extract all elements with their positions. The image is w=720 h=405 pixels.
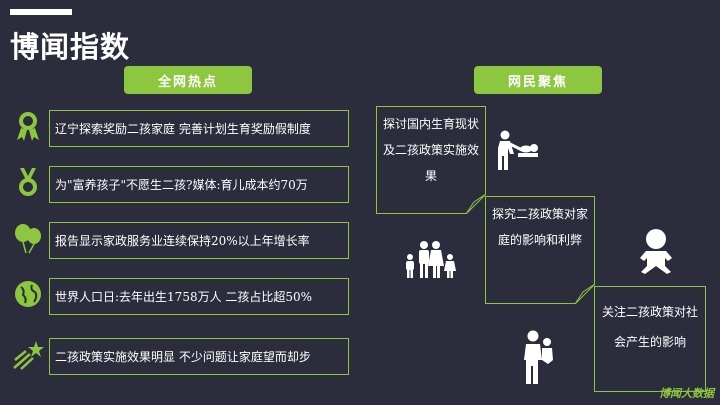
focus-note-text: 关注二孩政策对社会产生的影响 xyxy=(601,305,698,349)
brand-logo: 博闻大数据 xyxy=(659,387,714,400)
focus-note[interactable]: 探讨国内生育现状及二孩政策实施效果 xyxy=(376,106,486,214)
hot-topic-item[interactable]: 二孩政策实施效果明显 不少问题让家庭望而却步 xyxy=(49,338,349,375)
note-fold-corner xyxy=(575,284,595,304)
balloons-icon xyxy=(15,224,41,254)
top-accent-bar xyxy=(10,9,72,15)
hot-topic-text: 二孩政策实施效果明显 不少问题让家庭望而却步 xyxy=(55,350,311,364)
hot-topic-item[interactable]: 报告显示家政服务业连续保持20%以上年增长率 xyxy=(49,222,349,259)
globe-icon xyxy=(15,281,41,307)
left-section-header: 全网热点 xyxy=(124,66,252,94)
focus-note[interactable]: 探究二孩政策对家庭的影响和利弊 xyxy=(485,196,595,304)
hot-topic-text: 报告显示家政服务业连续保持20%以上年增长率 xyxy=(55,234,310,248)
page-title: 博闻指数 xyxy=(10,30,131,64)
hot-topic-item[interactable]: 辽宁探索奖励二孩家庭 完善计划生育奖励假制度 xyxy=(49,110,349,147)
award-ribbon-icon xyxy=(17,112,39,141)
hot-topic-text: 辽宁探索奖励二孩家庭 完善计划生育奖励假制度 xyxy=(55,122,311,136)
hot-topic-text: 为"富养孩子"不愿生二孩?媒体:育儿成本约70万 xyxy=(55,178,308,192)
focus-note[interactable]: 关注二孩政策对社会产生的影响 xyxy=(594,286,706,392)
parent-changing-baby-icon xyxy=(498,130,538,170)
hot-topic-item[interactable]: 世界人口日:去年出生1758万人 二孩占比超50% xyxy=(49,278,349,315)
focus-note-text: 探讨国内生育现状及二孩政策实施效果 xyxy=(383,117,480,183)
hot-topic-item[interactable]: 为"富养孩子"不愿生二孩?媒体:育儿成本约70万 xyxy=(49,166,349,203)
baby-icon xyxy=(640,229,672,274)
shooting-star-icon xyxy=(13,341,44,370)
hot-topic-text: 世界人口日:去年出生1758万人 二孩占比超50% xyxy=(55,290,313,304)
note-fold-corner xyxy=(466,194,486,214)
right-section-header: 网民聚焦 xyxy=(474,66,602,94)
medal-icon xyxy=(19,168,37,196)
parent-carrying-child-icon xyxy=(524,330,553,384)
family-icon xyxy=(406,241,456,278)
focus-note-text: 探究二孩政策对家庭的影响和利弊 xyxy=(492,207,589,247)
